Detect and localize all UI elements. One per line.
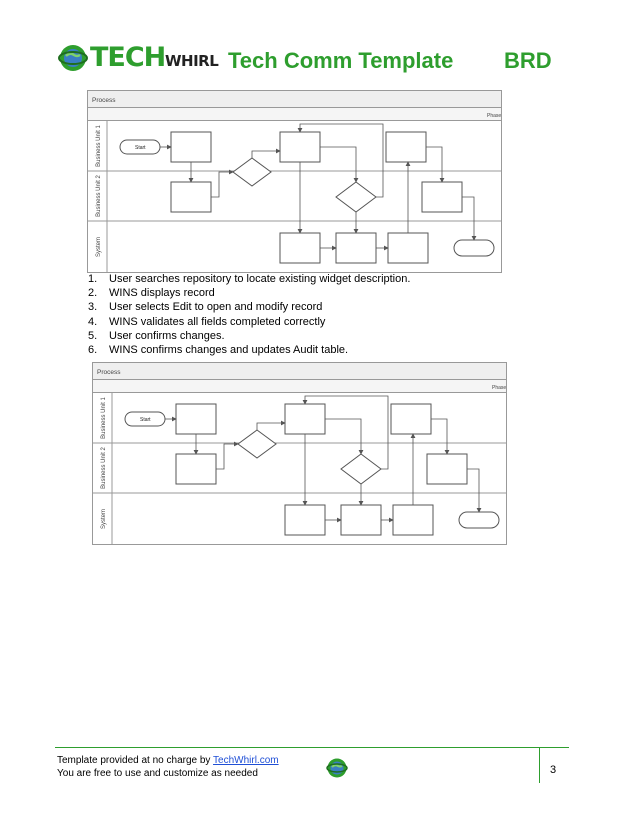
list-item: 6.WINS confirms changes and updates Audi… (88, 344, 349, 357)
document-type: BRD (504, 48, 552, 73)
lane-label-3: System (96, 237, 102, 257)
lane-label-3: System (101, 509, 107, 529)
footer-line-1: Template provided at no charge by TechWh… (57, 755, 279, 766)
footer-divider (55, 747, 569, 748)
list-item: 1.User searches repository to locate exi… (88, 273, 411, 285)
start-terminal-label: Start (140, 417, 151, 423)
document-header: TECH WHIRL Tech Comm Template BRD (58, 40, 558, 80)
process-diagram-1: Process Phase Business Unit 1 Business U… (87, 90, 502, 273)
lane-label-1: Business Unit 1 (96, 124, 102, 166)
start-terminal-label: Start (135, 145, 146, 151)
globe-logo-icon (58, 45, 88, 71)
process-diagram-2: Process Phase Business Unit 1 Business U… (92, 362, 507, 545)
logo-whirl-text: WHIRL (165, 52, 219, 70)
process-title: Process (97, 369, 121, 376)
process-title: Process (92, 97, 116, 104)
steps-list: 1.User searches repository to locate exi… (88, 272, 410, 357)
techwhirl-link[interactable]: TechWhirl.com (213, 755, 279, 766)
document-title: Tech Comm Template (228, 48, 454, 73)
lane-label-1: Business Unit 1 (101, 396, 107, 438)
footer-page-divider (539, 747, 540, 783)
lane-label-2: Business Unit 2 (101, 446, 107, 488)
list-item: 2.WINS displays record (88, 287, 215, 300)
phase-label: Phase (487, 113, 501, 119)
list-item: 4.WINS validates all fields completed co… (88, 315, 326, 328)
lane-label-2: Business Unit 2 (96, 174, 102, 216)
phase-label: Phase (492, 385, 506, 391)
logo-tech-text: TECH (90, 42, 166, 73)
footer-line-2: You are free to use and customize as nee… (57, 768, 258, 779)
list-item: 5.User confirms changes. (88, 329, 225, 342)
list-item: 3.User selects Edit to open and modify r… (88, 301, 323, 314)
globe-logo-icon (326, 758, 348, 778)
page-number: 3 (550, 764, 557, 776)
